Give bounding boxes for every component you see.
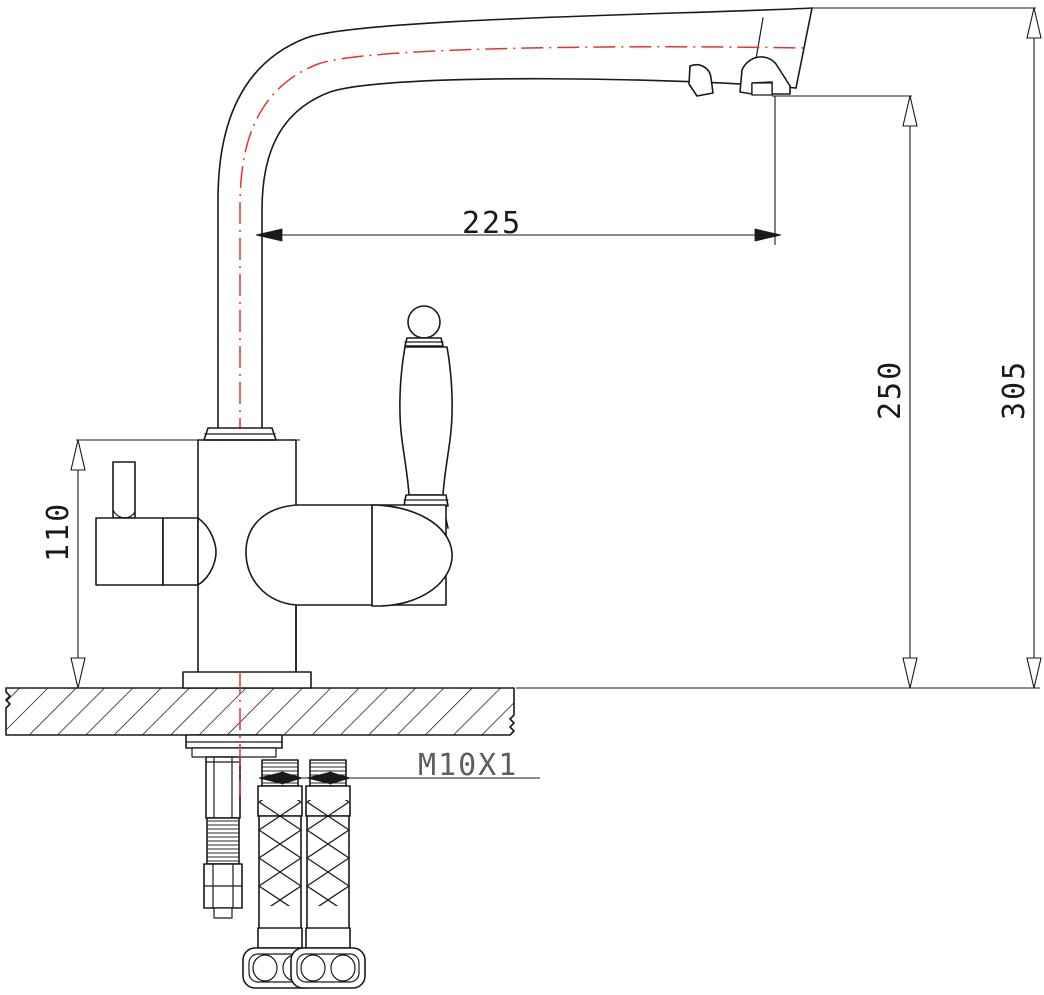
dimension-reach-225: 225 [255,96,782,245]
dual-aerator-outlet [688,56,791,97]
gooseneck-spout [217,7,813,441]
stud-thread-lines [207,820,239,862]
countertop-section [5,687,515,736]
dimension-handle-height-110: 110 [41,439,300,689]
dimension-label-reach: 225 [462,206,522,241]
main-lever-handle [399,305,453,531]
spout-centerline [239,46,805,440]
base-escutcheon [182,671,312,689]
thread-spec-label: M10X1 [418,748,518,783]
dimension-label-spout-height: 250 [873,360,908,420]
hose-left-braid [259,800,301,906]
dimension-overall-height-305: 305 [808,7,1042,689]
filtered-water-lever-handle [95,461,217,586]
thread-spec-annotation: M10X1 [258,748,540,785]
faucet-body [197,427,453,673]
hose-right-braid [307,800,349,906]
dimension-spout-height-250: 250 [772,95,918,689]
braided-supply-hose-right [290,759,366,989]
under-counter-plate [185,734,283,758]
mounting-stud-assembly [203,756,243,919]
dimension-label-overall-height: 305 [997,360,1032,420]
dimension-label-handle-height: 110 [41,502,76,562]
